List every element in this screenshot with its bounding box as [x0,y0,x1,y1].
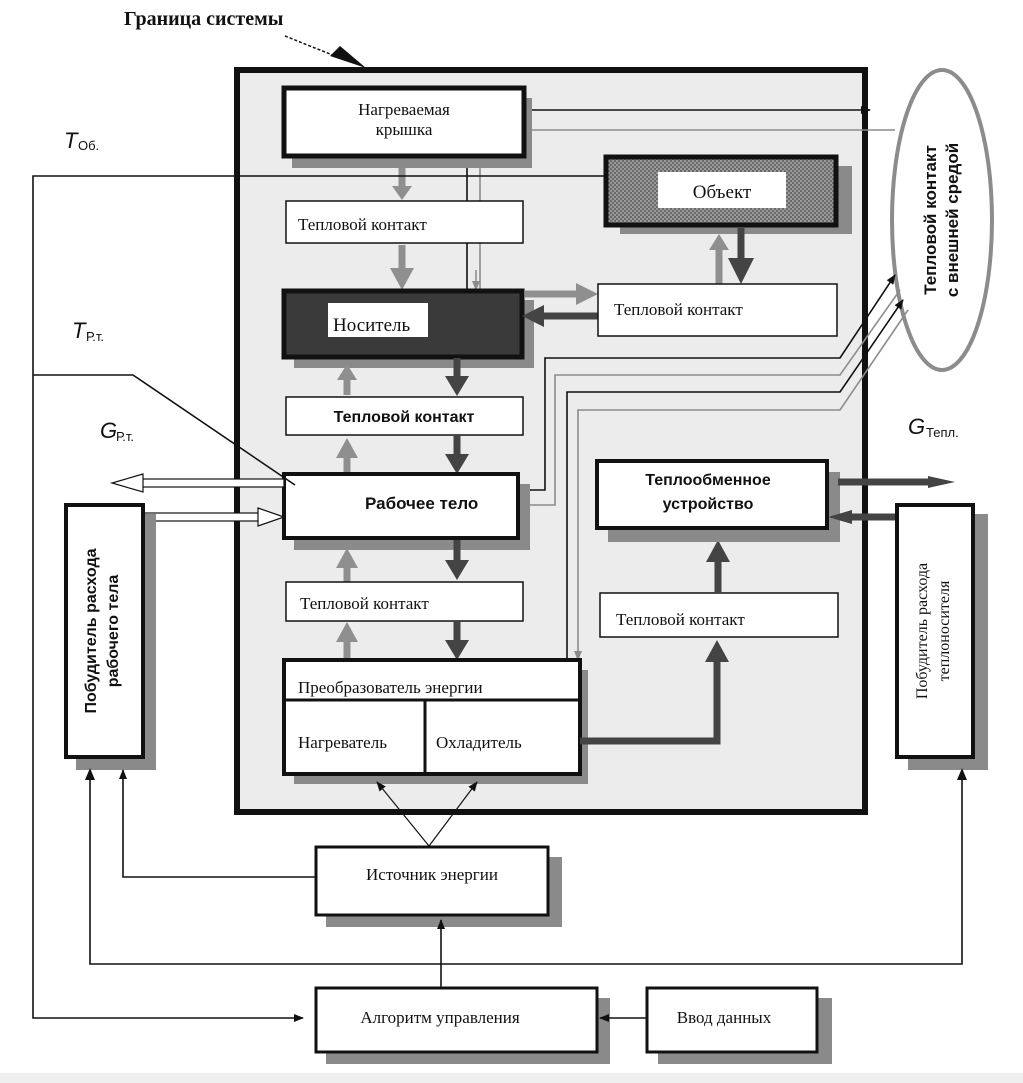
source-to-wbdriver-line [119,769,316,878]
coolant-inflow-arrowhead [828,510,852,524]
svg-text:T: T [64,128,79,153]
contact-to-exchanger-arrowhead [706,540,730,562]
t-rt-label: T Р.т. [72,318,104,344]
objcontact-to-carrier-arrowhead [522,305,544,327]
object-to-contact-arrowhead [728,258,754,284]
svg-text:Тепловой контакт: Тепловой контакт [300,594,429,613]
wb-to-contactc-arrowhead [336,438,358,458]
svg-text:Тепловой контакт: Тепловой контакт [921,145,940,295]
contact-to-object-arrowhead [709,234,729,250]
svg-text:Побудитель расхода: Побудитель расхода [83,548,100,713]
contact-lid-block [285,200,524,244]
source-to-cooler-arrow [428,781,478,847]
svg-text:крышка: крышка [376,120,433,139]
ambient-contact-ellipse [890,68,994,372]
contact-exchanger-block [599,592,839,638]
svg-text:Объект: Объект [693,182,752,203]
svg-text:Тепловой контакт: Тепловой контакт [298,215,427,234]
lid-to-contact-arrowhead [392,186,412,200]
contactc-to-wb-arrowhead [445,454,469,474]
converter-to-ambient-line [566,299,904,660]
carrier-to-contactc-arrowhead [445,376,469,396]
heated-lid-block [281,85,527,159]
contactconv-to-conv-arrowhead [445,640,469,660]
svg-text:рабочего тела: рабочего тела [105,575,122,688]
bus-to-wbdriver-arrowhead [85,768,95,780]
t-rt-sensor-line [33,374,296,486]
boundary-pointer-line [284,35,346,61]
t-ob-label: T Об. [64,128,99,153]
cooler-to-contact-line [580,660,721,745]
svg-text:Р.т.: Р.т. [86,329,104,344]
svg-text:Алгоритм управления: Алгоритм управления [360,1008,520,1027]
svg-text:теплоносителя: теплоносителя [936,580,953,681]
working-body-inflow-arrow [142,507,286,527]
g-tepl-label: G Тепл. [908,414,959,440]
coolant-outflow-arrowhead [928,476,955,488]
svg-text:устройство: устройство [663,496,754,513]
control-algorithm-block [314,986,599,1054]
data-input-block [645,986,819,1054]
svg-text:Рабочее тело: Рабочее тело [365,494,478,513]
cooler-to-contact-arrowhead [705,640,729,662]
system-boundary-label: Граница системы [124,8,284,30]
svg-text:Р.т.: Р.т. [116,429,134,444]
svg-text:с внешней средой: с внешней средой [943,143,962,297]
workingbody-to-ambient-line [520,274,896,491]
bus-to-coolantdriver-arrowhead [957,768,967,780]
ambient-to-workingbody-line [528,289,901,506]
svg-text:Носитель: Носитель [333,315,411,336]
ambient-contact-label: Тепловой контакт с внешней средой [921,143,962,297]
bottom-strip [0,1073,1023,1083]
svg-text:Ввод данных: Ввод данных [677,1008,772,1027]
contactc-to-carrier-arrowhead [337,364,357,380]
converter-block [282,658,582,776]
contact-to-carrier-arrowhead [390,268,414,290]
svg-text:Источник энергии: Источник энергии [366,865,498,884]
svg-text:Об.: Об. [78,138,99,153]
svg-text:G: G [908,414,925,439]
svg-text:Тепловой контакт: Тепловой контакт [616,610,745,629]
t-ob-sensor-line [32,175,606,1022]
svg-text:Тепловой контакт: Тепловой контакт [334,409,475,426]
conv-to-contact-arrowhead [336,622,358,642]
contact-carrier-block [285,396,524,436]
wb-driver-label: Побудитель расхода рабочего тела [83,548,122,713]
svg-text:Нагреваемая: Нагреваемая [358,100,450,119]
svg-text:T: T [72,318,87,343]
heat-exchanger-block [595,459,829,530]
source-to-heater-arrow [376,781,430,847]
svg-text:Теплообменное: Теплообменное [645,472,771,489]
wb-driver-block [64,503,145,759]
coolant-driver-label: Побудитель расхода теплоносителя [914,563,953,699]
cooler-label: Охладитель [436,733,522,752]
svg-text:Преобразователь энергии: Преобразователь энергии [298,678,483,697]
svg-text:Тепловой контакт: Тепловой контакт [614,300,743,319]
working-body-block [282,472,520,540]
heater-label: Нагреватель [298,733,387,752]
svg-text:G: G [100,418,117,443]
g-rt-label: G Р.т. [100,418,134,444]
boundary-pointer-arrowhead [330,46,366,68]
svg-text:Побудитель расхода: Побудитель расхода [914,563,931,699]
working-body-outflow-arrow [109,473,285,493]
contactconv-to-wb-arrowhead [336,548,358,568]
coolant-driver-block [895,503,975,759]
object-label-bg [658,172,786,208]
contact-converter-block [285,581,524,622]
carrier-label-bg [328,303,428,337]
wb-to-contactconv-arrowhead [445,560,469,580]
control-bus-line [89,770,963,965]
ambient-to-converter-line [577,309,909,640]
svg-text:Тепл.: Тепл. [926,425,959,440]
energy-source-block [314,845,550,917]
carrier-to-objcontact-arrowhead [576,283,598,305]
contact-object-block [597,283,838,337]
